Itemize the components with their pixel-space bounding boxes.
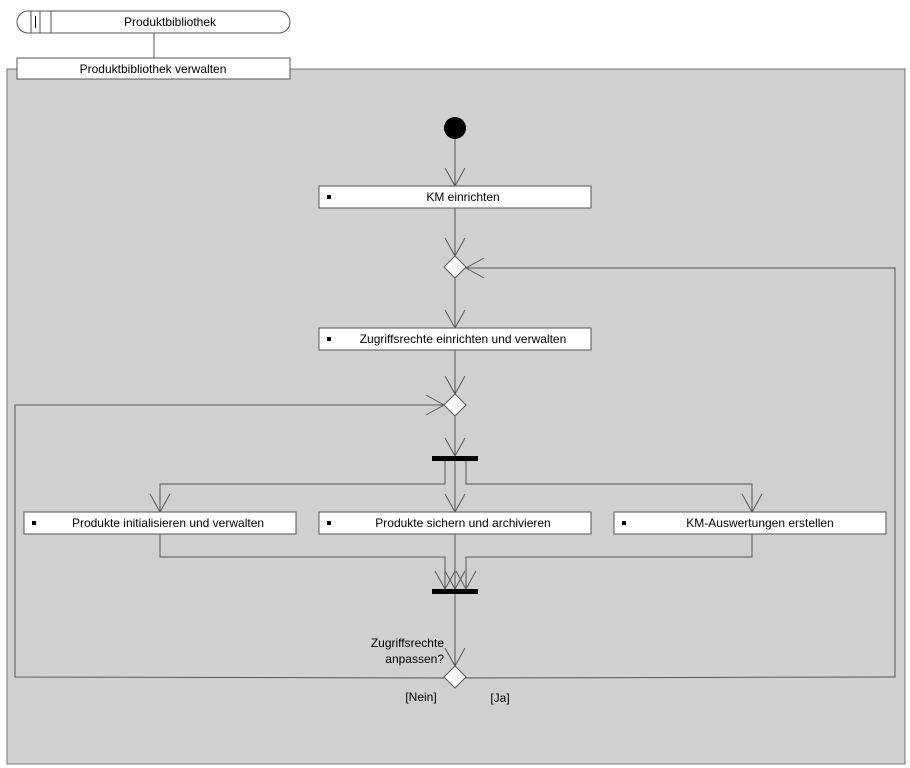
decision-question-line1: Zugriffsrechte — [371, 636, 444, 650]
action-label: Produkte initialisieren und verwalten — [72, 516, 264, 530]
header-title: Produktbibliothek — [124, 15, 217, 29]
decision-node — [443, 665, 467, 689]
action-km-einrichten[interactable]: KM einrichten — [318, 185, 592, 209]
frame-title-tab[interactable]: Produktbibliothek verwalten — [16, 57, 291, 80]
action-km-auswertungen[interactable]: KM-Auswertungen erstellen — [613, 511, 887, 535]
frame-title: Produktbibliothek verwalten — [80, 62, 227, 76]
action-label: Produkte sichern und archivieren — [375, 516, 550, 530]
fork-bar — [432, 456, 478, 461]
guard-nein: [Nein] — [405, 690, 436, 704]
action-zugriffsrechte[interactable]: Zugriffsrechte einrichten und verwalten — [318, 327, 592, 351]
action-label: Zugriffsrechte einrichten und verwalten — [360, 332, 567, 346]
join-bar — [432, 589, 478, 594]
activity-frame — [6, 68, 906, 765]
action-label: KM einrichten — [426, 190, 499, 204]
decision-question-line2: anpassen? — [385, 652, 444, 666]
initial-node — [444, 117, 466, 139]
action-produkte-initialisieren[interactable]: Produkte initialisieren und verwalten — [23, 511, 297, 535]
action-produkte-sichern[interactable]: Produkte sichern und archivieren — [318, 511, 592, 535]
header-pill[interactable]: Produktbibliothek — [16, 10, 291, 34]
guard-ja: [Ja] — [490, 691, 509, 705]
action-label: KM-Auswertungen erstellen — [686, 516, 833, 530]
